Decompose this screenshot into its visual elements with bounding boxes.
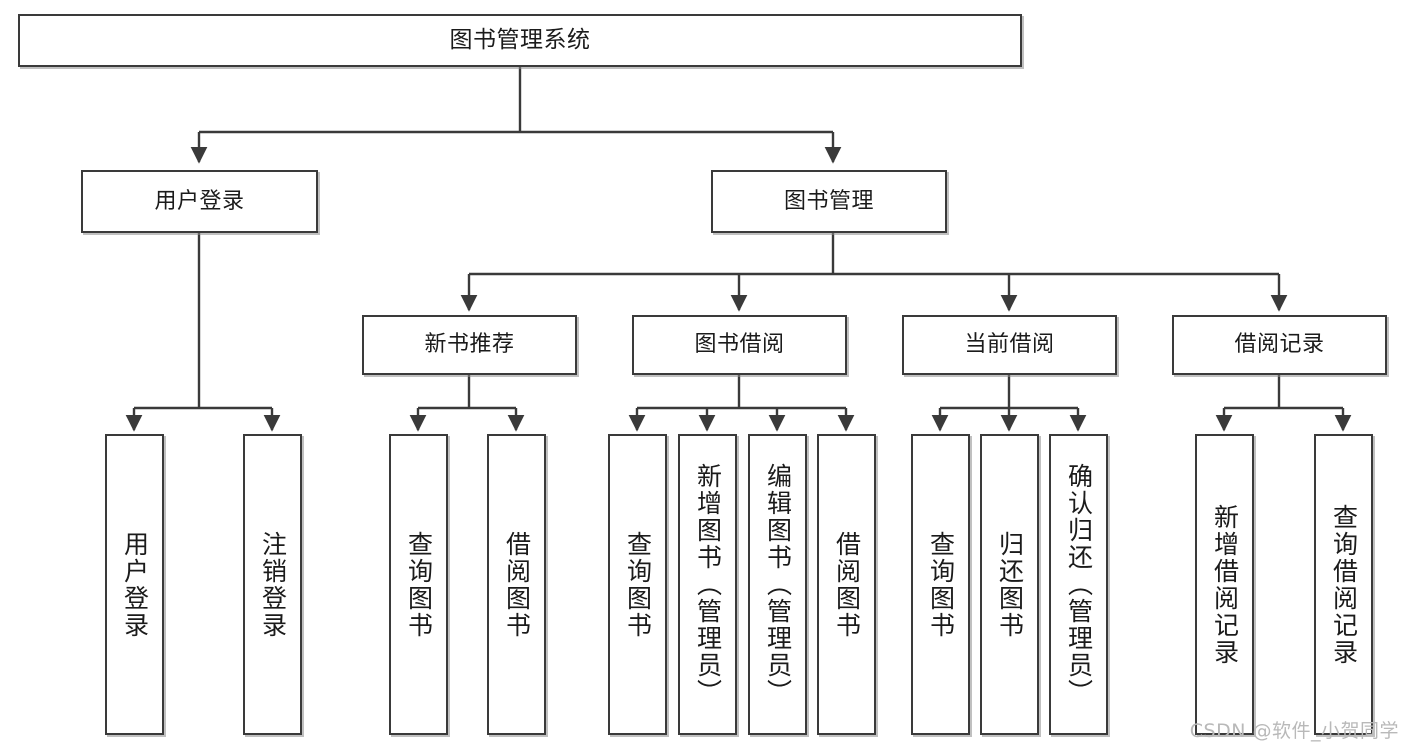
- node-current-borrow[interactable]: 当前借阅: [902, 315, 1117, 375]
- node-label: 新增借阅记录: [1210, 503, 1240, 666]
- node-label: 编辑图书（管理员）: [763, 463, 793, 706]
- node-label: 查询图书: [623, 530, 653, 639]
- node-label: 图书管理系统: [449, 26, 591, 53]
- node-label: 注销登录: [258, 530, 288, 639]
- node-borrow-record[interactable]: 借阅记录: [1172, 315, 1387, 375]
- node-label: 查询图书: [404, 530, 434, 639]
- node-label: 新增图书（管理员）: [693, 463, 723, 706]
- node-label: 用户登录: [120, 530, 150, 639]
- leaf-user-login[interactable]: 用户登录: [105, 434, 164, 735]
- leaf-recommend-borrow-book[interactable]: 借阅图书: [487, 434, 546, 735]
- node-label: 查询图书: [926, 530, 956, 639]
- leaf-record-add-record[interactable]: 新增借阅记录: [1195, 434, 1254, 735]
- leaf-current-confirm-return-admin[interactable]: 确认归还（管理员）: [1049, 434, 1108, 735]
- node-label: 用户登录: [154, 188, 245, 214]
- leaf-borrow-borrow-book[interactable]: 借阅图书: [817, 434, 876, 735]
- node-root-system[interactable]: 图书管理系统: [18, 14, 1022, 67]
- leaf-current-return-book[interactable]: 归还图书: [980, 434, 1039, 735]
- leaf-record-query-record[interactable]: 查询借阅记录: [1314, 434, 1373, 735]
- leaf-recommend-query-book[interactable]: 查询图书: [389, 434, 448, 735]
- node-label: 借阅记录: [1234, 332, 1325, 358]
- leaf-borrow-edit-book-admin[interactable]: 编辑图书（管理员）: [748, 434, 807, 735]
- leaf-borrow-add-book-admin[interactable]: 新增图书（管理员）: [678, 434, 737, 735]
- node-new-book-recommend[interactable]: 新书推荐: [362, 315, 577, 375]
- node-label: 借阅图书: [832, 530, 862, 639]
- node-label: 图书借阅: [694, 332, 785, 358]
- node-label: 图书管理: [783, 188, 874, 214]
- node-label: 当前借阅: [964, 332, 1055, 358]
- node-label: 新书推荐: [424, 332, 515, 358]
- node-book-management[interactable]: 图书管理: [711, 170, 947, 233]
- node-label: 查询借阅记录: [1329, 503, 1359, 666]
- leaf-user-logout[interactable]: 注销登录: [243, 434, 302, 735]
- watermark: CSDN @软件_小贺同学: [1189, 720, 1399, 742]
- leaf-current-query-book[interactable]: 查询图书: [911, 434, 970, 735]
- node-user-login[interactable]: 用户登录: [81, 170, 318, 233]
- node-label: 借阅图书: [502, 530, 532, 639]
- node-book-borrow[interactable]: 图书借阅: [632, 315, 847, 375]
- node-label: 归还图书: [995, 530, 1025, 639]
- node-label: 确认归还（管理员）: [1064, 463, 1094, 706]
- leaf-borrow-query-book[interactable]: 查询图书: [608, 434, 667, 735]
